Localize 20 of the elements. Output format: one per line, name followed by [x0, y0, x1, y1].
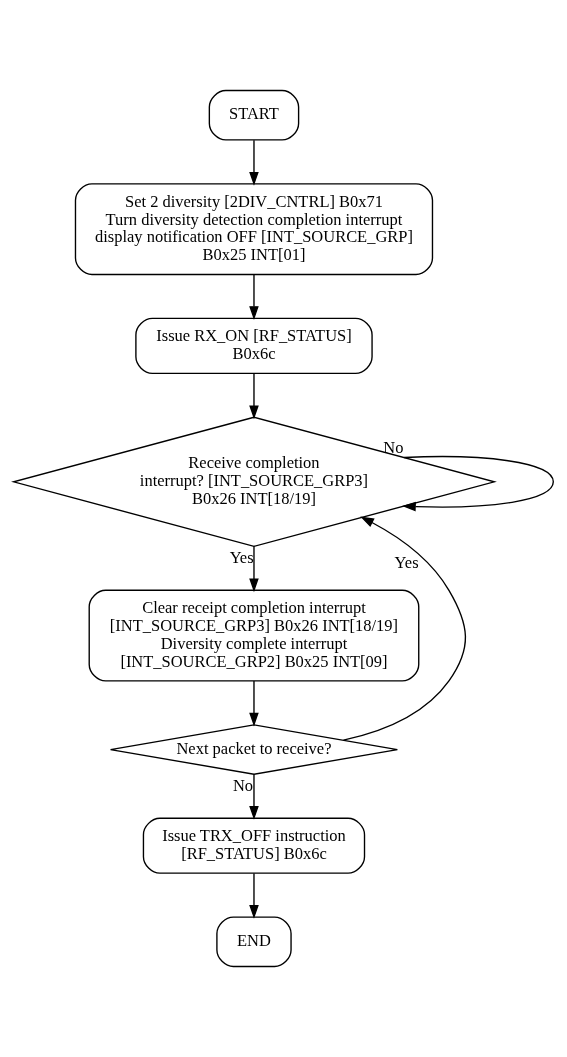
arrow	[249, 139, 259, 186]
arrow	[249, 773, 259, 820]
node-box: Issue TRX_OFF instruction [RF_STATUS] B0x6c	[142, 817, 366, 874]
edge-label: Yes	[229, 548, 254, 568]
node-diamond: Next packet to receive?	[109, 724, 399, 775]
arrow	[249, 872, 259, 919]
node-box: END	[216, 916, 292, 968]
edge-label: Yes	[394, 552, 419, 572]
node-box: Set 2 diversity [2DIV_CNTRL] B0x71 Turn diversity detection completion interrupt display notification OFF [INT_SOURCE_GRP] B0x25 INT[01]	[74, 183, 434, 276]
edge-label: No	[383, 437, 404, 457]
arrow	[249, 545, 259, 593]
arrow	[402, 455, 554, 512]
edge-label: No	[232, 776, 254, 796]
node-box: Issue RX_ON [RF_STATUS] B0x6c	[135, 317, 373, 375]
arrow	[249, 372, 259, 420]
node-box: Clear receipt completion interrupt [INT_SOURCE_GRP3] B0x26 INT[18/19] Diversity complete interrupt [INT_SOURCE_GRP2] B0x25 INT[09]	[88, 589, 420, 682]
arrow	[249, 680, 259, 727]
arrow	[249, 274, 259, 320]
node-box: START	[208, 89, 300, 141]
arrow	[342, 516, 467, 741]
